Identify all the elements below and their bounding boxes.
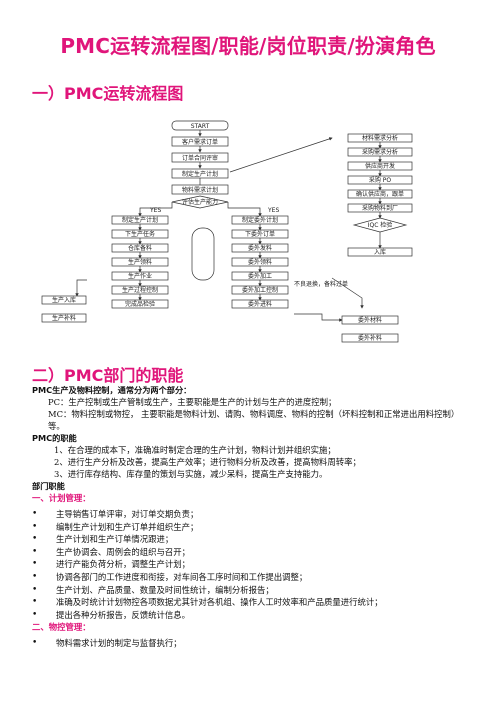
flow-node-l6: 生产过程控制 xyxy=(122,286,158,294)
flow-node-a2: 订单合同评审 xyxy=(182,154,218,162)
list-item: 协调各部门的工作进度和衔接，对车间各工序时间和工作提出调整； xyxy=(32,571,472,584)
flow-node-r10: 委外补料 xyxy=(358,334,382,342)
plan-management-list: 主导销售订单评审，对订单交期负责； 编制生产计划和生产订单并组织生产； 生产计划… xyxy=(32,508,472,621)
flow-node-r6: 采购物料到厂 xyxy=(362,204,398,212)
flow-node-side2: 生产补料 xyxy=(52,314,76,322)
paragraph-dept-functions: 部门职能 xyxy=(32,481,65,491)
list-item: 进行产能负荷分析，调整生产计划； xyxy=(32,558,472,571)
flow-node-r3: 供应商开发 xyxy=(365,162,395,170)
flow-node-l4: 生产领料 xyxy=(128,258,152,266)
list-item: 准确及时统计计划物控各项数据尤其针对各机组、操作人工时效率和产品质量进行统计； xyxy=(32,596,472,609)
paragraph-function-1: 1、在合理的成本下，准确准时制定合理的生产计划，物料计划并组织实施； xyxy=(54,445,336,455)
list-item: 物料需求计划的制定与监督执行； xyxy=(32,637,472,650)
flow-node-side1: 生产入库 xyxy=(52,296,76,304)
paragraph-function-2: 2、进行生产分析及改善，提高生产效率；进行物料分析及改善，提高物料周转率； xyxy=(54,457,361,467)
flow-node-a1: 客户需求订单 xyxy=(182,138,218,146)
flow-yes-right: YES xyxy=(267,207,279,214)
material-control-list: 物料需求计划的制定与监督执行； xyxy=(32,637,472,650)
flow-note: 不良退换，备料过单 xyxy=(294,280,348,288)
flow-node-l3: 仓库备料 xyxy=(128,244,152,252)
flow-node-l1: 制定生产计划 xyxy=(122,216,158,224)
flow-node-m1: 制定委外计划 xyxy=(242,216,278,224)
flow-node-a4: 物料需求计划 xyxy=(182,186,218,194)
section-heading-functions: 二）PMC部门的职能 xyxy=(32,366,184,385)
subheading-plan-management: 一、计划管理： xyxy=(32,493,91,503)
flow-node-r4: 采购 PO xyxy=(369,176,392,184)
list-item: 生产计划和生产订单情况跟进； xyxy=(32,533,472,546)
flow-yes-left: YES xyxy=(149,207,161,214)
flow-node-a5: 评估生产能力 xyxy=(182,198,218,206)
page-title: PMC运转流程图/职能/岗位职责/扮演角色 xyxy=(60,34,436,58)
paragraph-pc: PC：生产控制或生产管制或生产，主要职能是生产的计划与生产的进度控制； xyxy=(48,397,337,407)
flow-node-m4: 委外领料 xyxy=(248,258,272,266)
flow-node-m5: 委外加工 xyxy=(248,272,272,280)
flow-node-r1: 材料需求分析 xyxy=(362,134,398,142)
section-heading-flowchart: 一）PMC运转流程图 xyxy=(32,84,184,103)
list-item: 生产计划、产品质量、数量及时间性统计，编制分析报告； xyxy=(32,584,472,597)
list-item: 编制生产计划和生产订单并组织生产； xyxy=(32,521,472,534)
paragraph-pmc-intro: PMC生产及物料控制，通常分为两个部分： xyxy=(32,385,192,395)
paragraph-function-3: 3、进行库存结构、库存量的策划与实施，减少呆料，提高生产支持能力。 xyxy=(54,469,328,479)
flow-node-r7: IQC 检验 xyxy=(368,221,393,229)
flow-node-r5: 确认供应商，跟单 xyxy=(356,190,404,198)
flow-node-l2: 下生产任务 xyxy=(125,230,155,238)
paragraph-mc: MC：物料控制或物控， 主要职能是物料计划、请购、物料调度、物料的控制（坏料控制… xyxy=(48,409,460,431)
list-item: 生产协调会、周例会的组织与召开； xyxy=(32,546,472,559)
flow-node-r8: 入库 xyxy=(374,248,386,256)
flow-node-l7: 完成品检验 xyxy=(125,300,155,308)
pmc-flowchart: START 客户需求订单 订单合同评审 制定生产计划 物料需求计划 评估生产能力… xyxy=(32,108,472,358)
flow-node-m7: 委外进料 xyxy=(248,300,272,308)
document-body: PMC生产及物料控制，通常分为两个部分： PC：生产控制或生产管制或生产，主要职… xyxy=(32,384,472,650)
flow-start: START xyxy=(191,123,210,130)
flow-node-r9: 委外材料 xyxy=(358,316,382,324)
flow-node-a3: 制定生产计划 xyxy=(182,170,218,178)
flow-node-m3: 委外发料 xyxy=(248,244,272,252)
list-item: 主导销售订单评审，对订单交期负责； xyxy=(32,508,472,521)
list-item: 提出各种分析报告，反馈统计信息。 xyxy=(32,609,472,622)
flow-node-l5: 生产作业 xyxy=(128,272,152,280)
flow-node-r2: 采购需求分析 xyxy=(362,148,398,156)
subheading-material-control: 二、物控管理： xyxy=(32,622,91,633)
flow-node-m2: 下委外订单 xyxy=(245,230,275,238)
paragraph-pmc-functions-heading: PMC的职能 xyxy=(32,433,77,443)
flow-node-m6: 委外加工控制 xyxy=(242,286,278,294)
